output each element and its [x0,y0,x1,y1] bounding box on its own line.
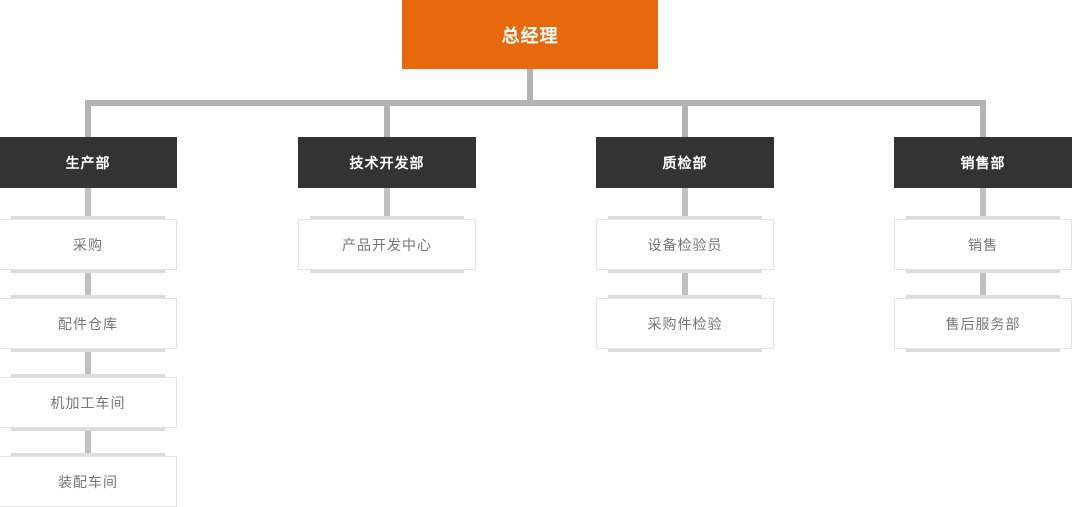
connector-drop-sales [980,100,986,137]
node-parts-warehouse[interactable]: 配件仓库 [0,295,177,352]
node-tech-dev-dept[interactable]: 技术开发部 [298,137,476,188]
connector-stub [980,270,986,298]
node-product-dev-center[interactable]: 产品开发中心 [298,216,476,273]
connector-drop-production [85,100,91,137]
node-purchasing[interactable]: 采购 [0,216,177,273]
node-sales[interactable]: 销售 [894,216,1072,273]
node-sales-dept[interactable]: 销售部 [894,137,1072,188]
node-general-manager[interactable]: 总经理 [402,0,658,69]
node-production-dept[interactable]: 生产部 [0,137,177,188]
node-qa-dept[interactable]: 质检部 [596,137,774,188]
connector-root-stub [527,69,533,100]
node-purchased-parts-inspection[interactable]: 采购件检验 [596,295,774,352]
node-after-sales-service[interactable]: 售后服务部 [894,295,1072,352]
connector-stub [682,270,688,298]
connector-stub [85,349,91,377]
connector-stub [85,428,91,456]
connector-drop-qa [682,100,688,137]
connector-stub [384,188,390,219]
node-machining-workshop[interactable]: 机加工车间 [0,374,177,431]
node-assembly-workshop[interactable]: 装配车间 [0,453,177,507]
connector-stub [980,188,986,219]
connector-stub [682,188,688,219]
connector-stub [85,270,91,298]
node-equipment-inspector[interactable]: 设备检验员 [596,216,774,273]
connector-stub [85,188,91,219]
connector-drop-tech-dev [384,100,390,137]
connector-trunk [85,100,986,106]
